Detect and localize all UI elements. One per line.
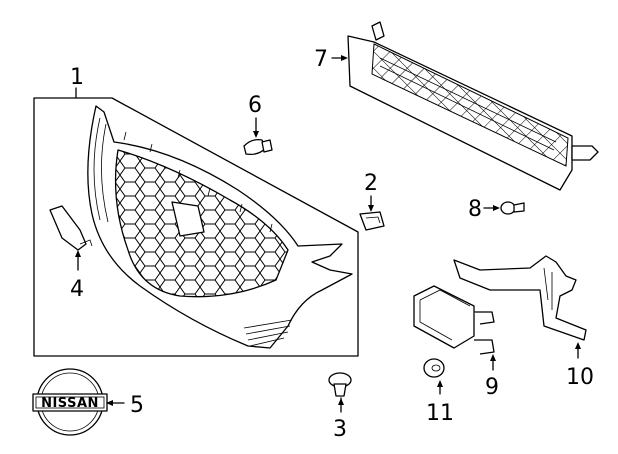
grille-assembly: 1 (33, 65, 359, 357)
part-11-grommet: 11 (423, 358, 454, 426)
arrow-8 (493, 205, 500, 211)
air-guide-tab-left (371, 21, 385, 41)
grille-top-clips (123, 131, 273, 233)
arrow-3 (338, 398, 344, 405)
grommet-hole (431, 364, 441, 372)
cover-clip (79, 239, 93, 247)
grille-frame-outline (33, 97, 359, 357)
air-guide-slot (379, 57, 557, 151)
bracket-detail (543, 267, 553, 310)
air-guide-tab-right (571, 145, 599, 161)
part-2-retainer: 2 (359, 171, 385, 231)
retainer-slot (365, 216, 381, 224)
callout-2: 2 (364, 171, 378, 196)
emblem-text: NISSAN (41, 396, 99, 411)
emblem-bar (32, 393, 108, 412)
part-9-sensor: 9 (413, 285, 499, 400)
emblem-bar-inner (35, 396, 105, 409)
grille-emblem-mount (171, 201, 205, 237)
callout-4: 4 (70, 277, 84, 302)
grommet-body (423, 358, 445, 378)
callout-1: 1 (70, 65, 84, 90)
callout-10: 10 (566, 365, 594, 390)
retainer-body (359, 211, 385, 231)
part-4-cover: 4 (49, 205, 93, 302)
sensor-face (419, 289, 471, 341)
part-6-clip: 6 (243, 93, 273, 156)
grille-lower-louvers (243, 319, 293, 347)
arrow-10 (575, 342, 581, 349)
pushpin-stem (333, 383, 347, 397)
part-5-emblem: NISSAN 5 (32, 368, 144, 436)
clip-stem (261, 139, 273, 153)
sensor-body (413, 285, 475, 349)
arrow-5 (106, 400, 113, 406)
sensor-bracket (474, 311, 495, 355)
grille-inner-outline (114, 149, 289, 298)
arrow-2 (368, 205, 374, 212)
callout-9: 9 (485, 375, 499, 400)
part-10-bracket: 10 (453, 255, 594, 390)
cover-body (49, 205, 87, 251)
callout-8: 8 (468, 197, 482, 222)
callout-7: 7 (314, 47, 328, 72)
callout-6: 6 (248, 93, 262, 118)
arrow-9 (490, 354, 496, 361)
arrow-11 (437, 380, 443, 387)
callout-5: 5 (130, 393, 144, 418)
arrow-4 (75, 250, 81, 257)
air-guide-mesh (371, 43, 569, 167)
callout-3: 3 (333, 417, 347, 442)
part-8-bolt: 8 (468, 197, 525, 222)
grille-side-trim (93, 117, 109, 223)
callout-11: 11 (426, 401, 454, 426)
arrow-6 (253, 131, 259, 138)
part-7-air-guide: 7 (314, 21, 599, 191)
bracket-arm (453, 255, 587, 341)
bolt-head (500, 201, 516, 215)
bolt-shank (513, 202, 525, 213)
part-3-pushpin: 3 (328, 372, 352, 442)
arrow-7 (341, 55, 348, 61)
